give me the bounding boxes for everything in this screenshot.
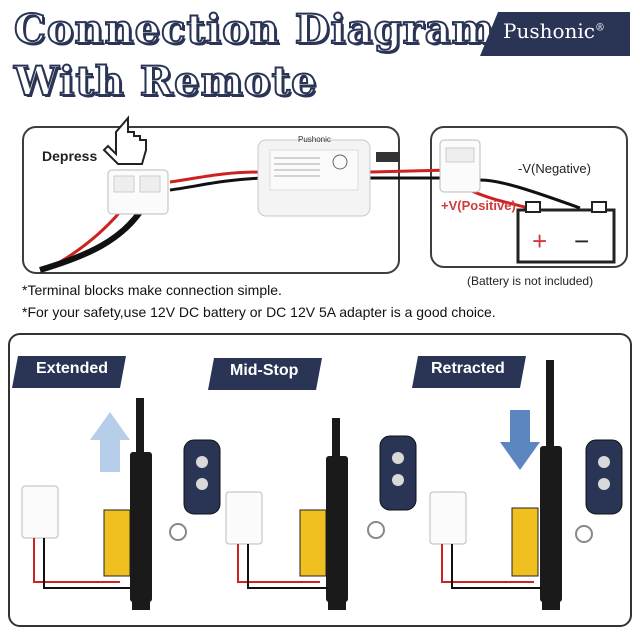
actuator-retracted: [511, 360, 562, 610]
remote-icon-3: [575, 439, 623, 543]
battery-note: (Battery is not included): [467, 274, 594, 288]
remote-icon-2: [367, 435, 417, 539]
terminal-block-3: [429, 491, 542, 589]
battery-icon: + −: [516, 201, 616, 264]
title-line-1: Connection Diagram: [13, 5, 495, 54]
tag-retracted: [412, 356, 526, 388]
positive-label: +V(Positive): [441, 198, 516, 213]
actuator-mid-stop: [299, 418, 348, 610]
svg-text:+: +: [532, 226, 547, 256]
svg-text:−: −: [574, 226, 589, 256]
title-line-2: With Remote: [13, 57, 318, 106]
negative-label: -V(Negative): [518, 161, 591, 176]
state-label-mid-stop: Mid-Stop: [230, 362, 299, 379]
brand-name: Pushonic®: [503, 19, 606, 43]
brand-badge: [480, 12, 630, 56]
state-label-retracted: Retracted: [431, 360, 505, 377]
actuator-extended: [103, 398, 152, 610]
hand-pointer-icon: [102, 115, 147, 165]
note-safety: *For your safety,use 12V DC battery or D…: [22, 304, 496, 320]
arrow-down-icon: [500, 410, 540, 470]
svg-text:Pushonic: Pushonic: [298, 135, 331, 144]
tag-extended: [12, 356, 126, 388]
depress-label: Depress: [42, 148, 98, 164]
terminal-block-right: [439, 139, 481, 193]
states-panel: [8, 333, 632, 627]
wireless-controller: Pushonic: [257, 135, 400, 217]
note-terminal-blocks: *Terminal blocks make connection simple.: [22, 282, 282, 298]
terminal-block-1: [21, 485, 130, 589]
state-label-extended: Extended: [36, 360, 109, 377]
terminal-block-left: [107, 169, 169, 215]
remote-icon-1: [169, 439, 221, 541]
terminal-block-2: [225, 491, 328, 589]
tag-mid-stop: [208, 358, 322, 390]
arrow-up-icon: [90, 412, 130, 472]
